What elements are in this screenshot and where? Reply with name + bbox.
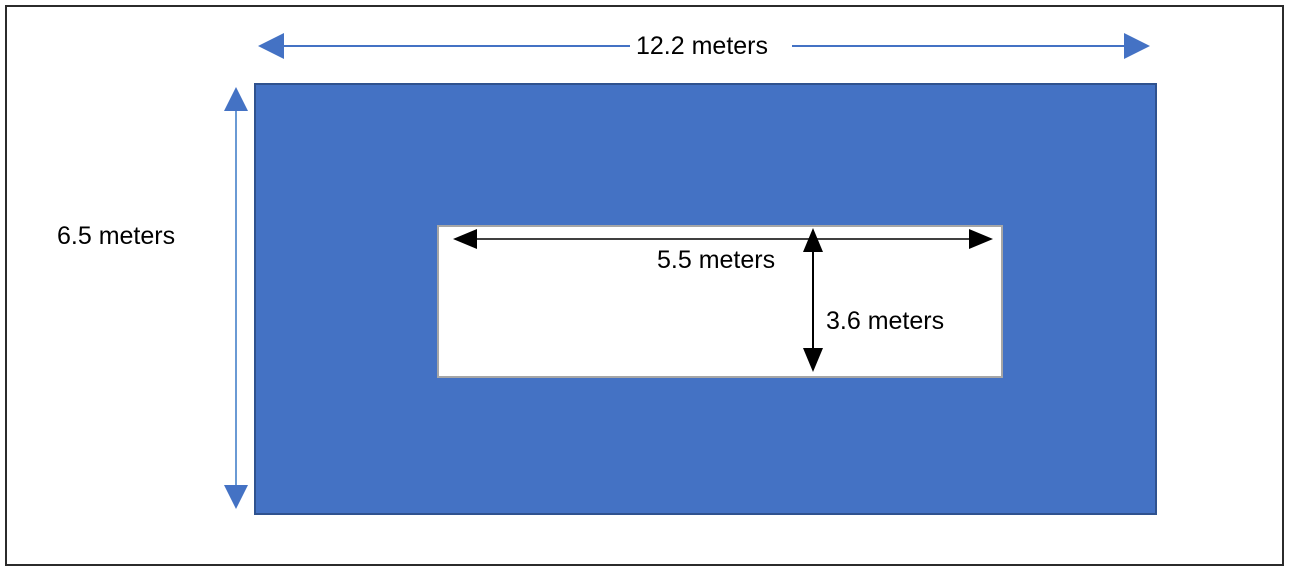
outer-height-arrowhead-bottom-icon xyxy=(224,485,248,509)
outer-height-dimension-arrow xyxy=(224,87,248,509)
outer-width-arrowhead-left-icon xyxy=(258,33,284,59)
outer-width-arrowhead-right-icon xyxy=(1124,33,1150,59)
inner-width-label: 5.5 meters xyxy=(657,246,776,274)
inner-height-label: 3.6 meters xyxy=(826,307,945,335)
outer-width-label: 12.2 meters xyxy=(636,32,769,60)
outer-blue-rectangle[interactable] xyxy=(254,83,1157,515)
inner-white-rectangle[interactable] xyxy=(437,225,1003,378)
outer-height-label: 6.5 meters xyxy=(57,222,176,250)
outer-height-arrowhead-top-icon xyxy=(224,87,248,111)
